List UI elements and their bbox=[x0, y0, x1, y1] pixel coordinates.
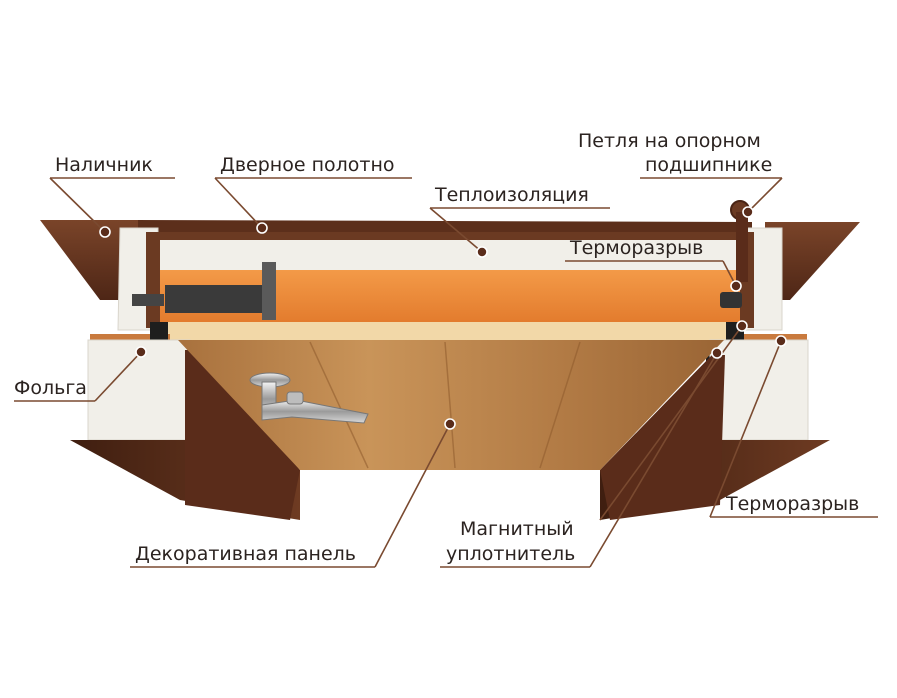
magnetic-seal-left bbox=[150, 322, 168, 344]
leaf-edge bbox=[165, 322, 735, 340]
hinge-bolt bbox=[720, 292, 742, 308]
frame-leg-right-inner bbox=[600, 355, 725, 520]
architrave-left bbox=[40, 220, 140, 300]
decorative-panel bbox=[178, 340, 724, 470]
panel-grooves bbox=[309, 341, 581, 469]
architrave-right bbox=[765, 222, 860, 300]
foil-strip-left bbox=[90, 334, 170, 341]
label-petlya-line2: подшипнике bbox=[645, 154, 772, 176]
leader-lines bbox=[14, 177, 878, 568]
label-dekorativnaya-panel: Декоративная панель bbox=[135, 543, 356, 565]
label-termorazryv-top: Терморазрыв bbox=[569, 237, 703, 259]
door-handle-icon bbox=[249, 372, 369, 424]
label-magnitny-line1: Магнитный bbox=[460, 518, 574, 540]
label-magnitny-line2: уплотнитель bbox=[446, 543, 575, 565]
label-petlya-line1: Петля на опорном bbox=[578, 130, 761, 152]
door-body bbox=[40, 200, 860, 520]
label-termorazryv-bottom: Терморазрыв bbox=[725, 493, 859, 515]
labels: Наличник Дверное полотно Петля на опорно… bbox=[14, 130, 859, 565]
label-nalichnik: Наличник bbox=[55, 154, 153, 176]
foil-strip-right bbox=[735, 334, 807, 341]
lock-bolt bbox=[132, 294, 164, 306]
frame-leg-left-inner bbox=[185, 350, 300, 520]
lock-plate bbox=[262, 262, 276, 320]
label-teploizolyaciya: Теплоизоляция bbox=[434, 184, 589, 206]
hinge-body bbox=[736, 212, 748, 282]
door-leaf-top-sheet bbox=[138, 220, 752, 232]
label-folga: Фольга bbox=[14, 377, 87, 399]
lock-body bbox=[165, 285, 275, 313]
label-dvernoe-polotno: Дверное полотно bbox=[220, 154, 395, 176]
